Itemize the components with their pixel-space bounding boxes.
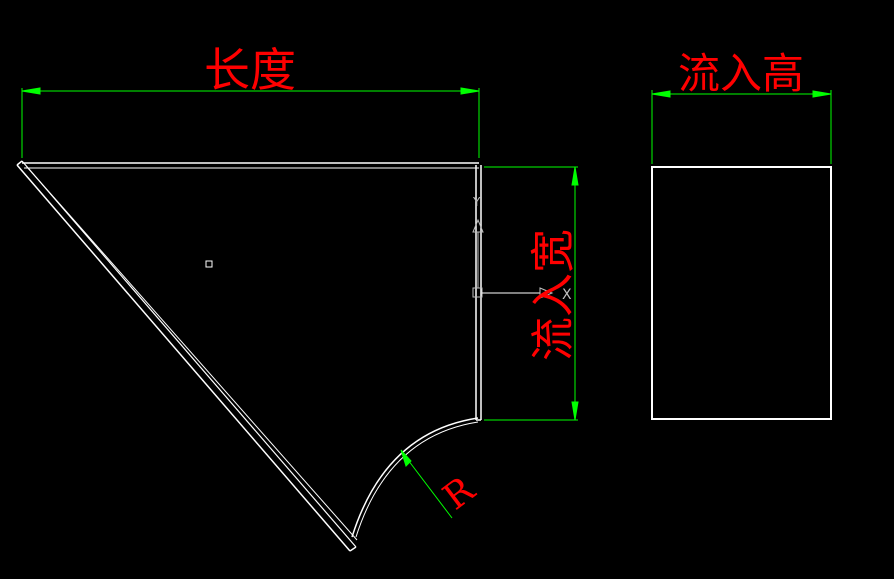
radius-dim-line [401,451,453,519]
length-arrow-right [460,87,480,95]
ucs-y-label: Y [472,195,481,209]
ucs-y-arrow [472,218,484,233]
radius-label: R [436,469,483,519]
inlet-width-arrow-top [571,166,579,186]
inlet-arc-inner [355,421,479,538]
length-arrow-left [21,87,41,95]
inlet-height-dimension [651,90,832,164]
ucs-x-label: X [562,287,572,303]
inlet-width-dimension [484,166,579,421]
ucs-icon [472,218,554,299]
corner-bottom [349,546,357,552]
ucs-x-arrow [539,287,554,299]
inlet-arc [351,417,479,538]
inlet-width-label: 流入宽 [528,229,579,361]
inlet-section-rect [651,166,832,420]
diagonal-edge-outer [16,164,351,552]
diagonal-edge-inner [26,166,358,541]
inlet-height-arrow-left [651,90,671,98]
corner-top-left [16,160,23,166]
inlet-width-arrow-bottom [571,401,579,421]
duct-plan-geometry [16,160,482,552]
inlet-height-arrow-right [812,90,832,98]
radius-dimension [400,449,453,519]
length-dimension [21,87,480,158]
center-marker [205,260,213,268]
diagonal-edge-mid [21,160,357,548]
length-label: 长度 [204,43,296,97]
inlet-height-label: 流入高 [678,49,804,98]
radius-arrow [400,449,412,467]
